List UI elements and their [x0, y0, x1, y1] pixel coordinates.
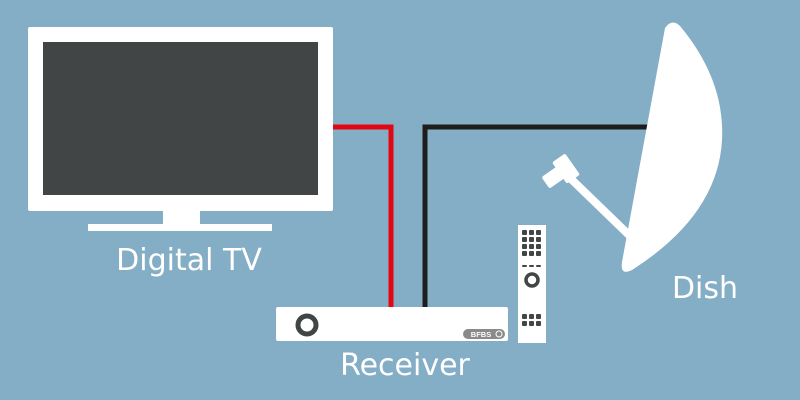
remote-button — [529, 237, 534, 242]
receiver-brand-logo: BFBS — [471, 330, 491, 339]
remote-button — [529, 251, 534, 256]
remote-control-icon — [518, 225, 546, 343]
remote-button — [536, 244, 541, 249]
remote-button — [536, 265, 541, 267]
dish-label: Dish — [671, 271, 739, 306]
remote-button — [522, 321, 527, 326]
receiver-label: Receiver — [340, 348, 470, 383]
remote-button — [536, 230, 541, 235]
tv-to-receiver-cable — [333, 124, 394, 309]
remote-button — [529, 321, 534, 326]
remote-button — [522, 237, 527, 242]
remote-button — [522, 251, 527, 256]
remote-button — [536, 251, 541, 256]
tv-icon — [28, 27, 333, 231]
remote-button — [529, 314, 534, 319]
receiver-icon: BFBS — [276, 307, 508, 341]
remote-button — [522, 314, 527, 319]
remote-button — [522, 265, 527, 267]
tv-label: Digital TV — [116, 243, 262, 278]
remote-button — [536, 314, 541, 319]
dish-to-receiver-cable — [422, 124, 648, 309]
remote-button — [536, 237, 541, 242]
remote-button — [529, 230, 534, 235]
remote-button — [529, 265, 534, 267]
remote-button — [522, 244, 527, 249]
satellite-dish-icon — [542, 22, 723, 272]
remote-button — [536, 321, 541, 326]
remote-button — [522, 230, 527, 235]
remote-button — [529, 244, 534, 249]
tv-screen — [43, 42, 318, 195]
